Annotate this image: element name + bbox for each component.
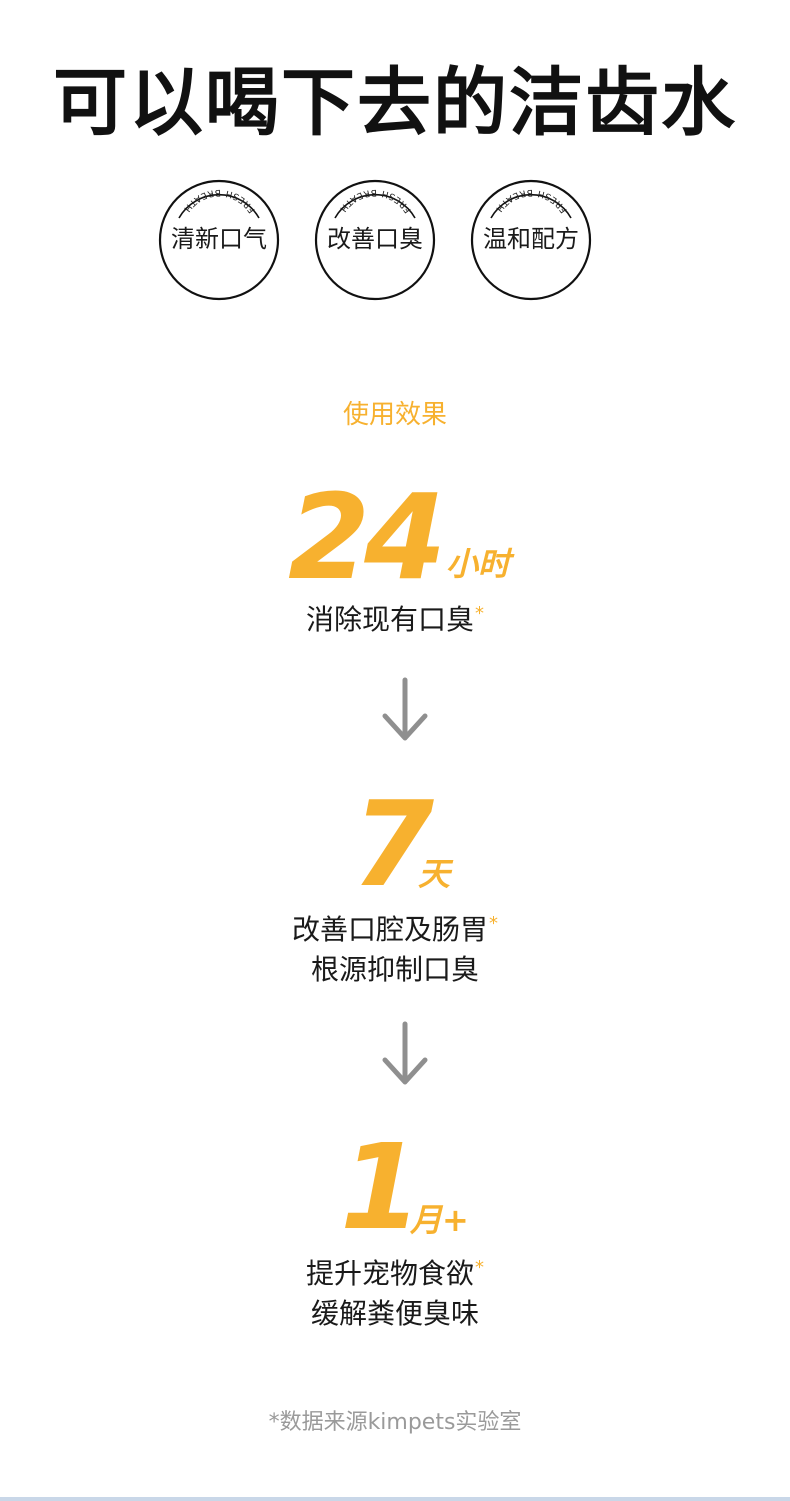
badge-ring-icon: FRESH BREATH [470, 179, 592, 301]
badge-fresh-breath: FRESH BREATH 清新口气 [157, 178, 281, 302]
asterisk-mark: * [475, 603, 484, 624]
svg-text:FRESH BREATH: FRESH BREATH [492, 187, 569, 215]
stat-description: 改善口腔及肠胃* 根源抑制口臭 [0, 912, 790, 988]
badge-ring-text: FRESH BREATH [180, 187, 257, 215]
svg-text:FRESH BREATH: FRESH BREATH [180, 187, 257, 215]
data-source-footnote: *数据来源kimpets实验室 [268, 1410, 522, 1435]
badge-ring-icon: FRESH BREATH [158, 179, 280, 301]
stat-description: 提升宠物食欲* 缓解粪便臭味 [0, 1256, 790, 1332]
badge-gentle-formula: FRESH BREATH 温和配方 [469, 178, 593, 302]
stat-unit: 小时 [446, 545, 511, 583]
page-headline: 可以喝下去的洁齿水 [53, 60, 737, 146]
badge-ring-text: FRESH BREATH [492, 187, 569, 215]
asterisk-mark: * [475, 1257, 484, 1278]
stat-line: 根源抑制口臭 [310, 953, 479, 986]
section-title: 使用效果 [342, 400, 447, 430]
badge-ring-icon: FRESH BREATH [314, 179, 436, 301]
stat-line: 改善口腔及肠胃 [291, 913, 488, 946]
stat-unit: 天 [418, 855, 451, 893]
badge-improve-odor: FRESH BREATH 改善口臭 [313, 178, 437, 302]
badge-label: 清新口气 [171, 225, 267, 253]
badge-label: 改善口臭 [327, 225, 423, 253]
stat-line: 提升宠物食欲 [305, 1257, 474, 1290]
stat-line: 缓解粪便臭味 [310, 1297, 479, 1330]
arrow-down-icon [382, 677, 428, 741]
bottom-divider [0, 1497, 790, 1501]
stat-number: 1 [340, 1118, 422, 1256]
badge-label: 温和配方 [483, 225, 579, 253]
svg-text:FRESH BREATH: FRESH BREATH [336, 187, 413, 215]
stat-number: 24 [288, 468, 446, 606]
stat-unit: 月+ [410, 1201, 469, 1239]
stat-description: 消除现有口臭* [0, 602, 790, 642]
asterisk-mark: * [489, 913, 498, 934]
stat-line: 消除现有口臭 [305, 603, 474, 636]
arrow-down-icon [382, 1021, 428, 1085]
stat-number: 7 [352, 775, 434, 913]
badge-ring-text: FRESH BREATH [336, 187, 413, 215]
feature-badges: FRESH BREATH 清新口气 FRESH BREATH 改善口臭 FRES [0, 178, 790, 302]
